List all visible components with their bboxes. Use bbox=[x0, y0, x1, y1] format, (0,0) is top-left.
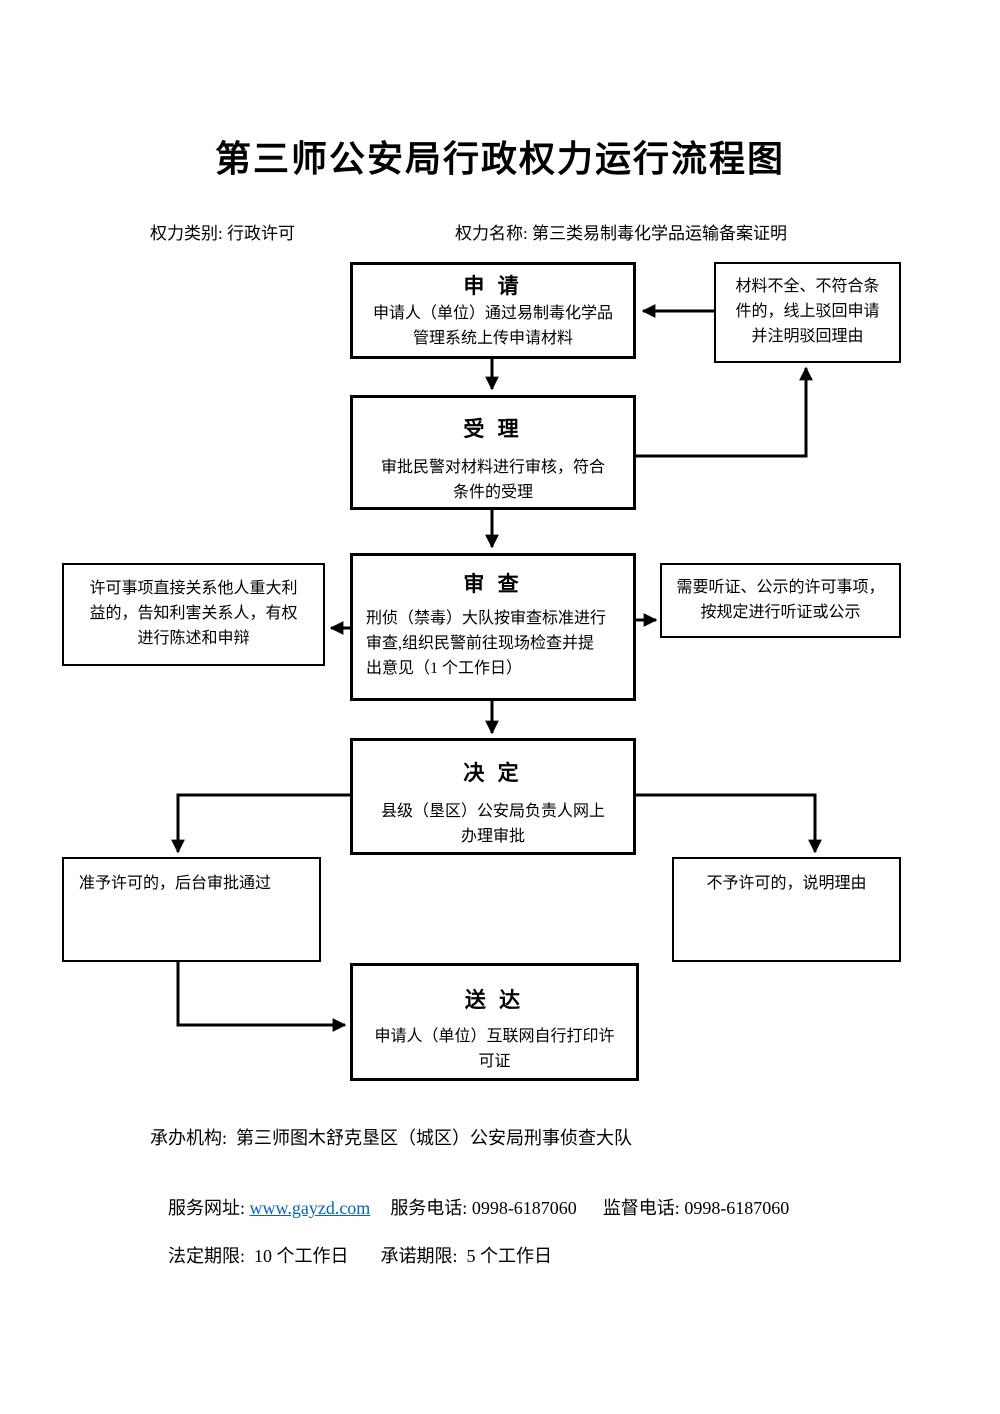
flow-box-hearing-body: 需要听证、公示的许可事项， 按规定进行听证或公示 bbox=[676, 578, 885, 621]
flow-box-approve: 准予许可的，后台审批通过 bbox=[62, 857, 321, 962]
power-name-label: 权力名称: 第三类易制毒化学品运输备案证明 bbox=[455, 224, 787, 243]
website-link[interactable]: www.gayzd.com bbox=[249, 1198, 371, 1218]
flow-box-deliver: 送 达 申请人（单位）互联网自行打印许 可证 bbox=[350, 963, 639, 1081]
legal-term: 法定期限: 10 个工作日 bbox=[168, 1246, 349, 1266]
flow-box-reject-body: 材料不全、不符合条 件的，线上驳回申请 并注明驳回理由 bbox=[735, 278, 880, 345]
flow-box-apply-title: 申 请 bbox=[463, 274, 523, 298]
flow-box-hearing: 需要听证、公示的许可事项， 按规定进行听证或公示 bbox=[660, 563, 901, 638]
promised-term: 承诺期限: 5 个工作日 bbox=[380, 1246, 553, 1266]
flow-box-deny: 不予许可的，说明理由 bbox=[672, 857, 901, 962]
flow-box-deliver-title: 送 达 bbox=[464, 988, 525, 1012]
supervision-phone: 监督电话: 0998-6187060 bbox=[602, 1198, 790, 1218]
flow-box-review-body: 刑侦（禁毒）大队按审查标准进行 审查,组织民警前往现场检查并提 出意见（1 个工… bbox=[366, 610, 607, 677]
flow-box-deliver-body: 申请人（单位）互联网自行打印许 可证 bbox=[374, 1028, 615, 1070]
flow-box-reject: 材料不全、不符合条 件的，线上驳回申请 并注明驳回理由 bbox=[714, 262, 901, 363]
power-category-label: 权力类别: 行政许可 bbox=[150, 224, 295, 243]
flow-box-decision-body: 县级（垦区）公安局负责人网上 办理审批 bbox=[380, 803, 605, 845]
flow-box-review-title: 审 查 bbox=[463, 572, 523, 596]
flow-box-approve-body: 准予许可的，后台审批通过 bbox=[79, 875, 272, 892]
website-label: 服务网址: bbox=[168, 1198, 250, 1218]
service-line: 服务网址: www.gayzd.com 服务电话: 0998-6187060 监督电… bbox=[150, 1173, 789, 1241]
arrow-approve-to-deliver bbox=[176, 962, 347, 1032]
flow-box-accept-body: 审批民警对材料进行审核，符合 条件的受理 bbox=[380, 459, 605, 501]
flow-box-notify: 许可事项直接关系他人重大利 益的，告知利害关系人，有权 进行陈述和申辩 bbox=[62, 563, 325, 666]
flow-box-decision: 决 定 县级（垦区）公安局负责人网上 办理审批 bbox=[350, 738, 636, 855]
flow-box-decision-title: 决 定 bbox=[463, 761, 523, 785]
flow-box-apply-body: 申请人（单位）通过易制毒化学品 管理系统上传申请材料 bbox=[372, 305, 613, 347]
flow-box-notify-body: 许可事项直接关系他人重大利 益的，告知利害关系人，有权 进行陈述和申辩 bbox=[89, 580, 298, 647]
flow-box-accept: 受 理 审批民警对材料进行审核，符合 条件的受理 bbox=[350, 395, 636, 510]
page-title: 第三师公安局行政权力运行流程图 bbox=[214, 139, 785, 179]
flow-box-apply: 申 请 申请人（单位）通过易制毒化学品 管理系统上传申请材料 bbox=[350, 262, 636, 359]
flow-box-review: 审 查 刑侦（禁毒）大队按审查标准进行 审查,组织民警前往现场检查并提 出意见（… bbox=[350, 553, 636, 701]
arrow-decision-to-deny bbox=[636, 793, 822, 854]
arrow-decision-to-approve bbox=[171, 793, 350, 854]
arrow-accept-to-reject bbox=[636, 366, 813, 458]
agency-line: 承办机构: 第三师图木舒克垦区（城区）公安局刑事侦查大队 bbox=[150, 1128, 632, 1148]
terms-line: 法定期限: 10 个工作日 承诺期限: 5 个工作日 bbox=[150, 1221, 552, 1289]
flow-box-deny-body: 不予许可的，说明理由 bbox=[706, 875, 867, 892]
flow-box-accept-title: 受 理 bbox=[463, 417, 523, 441]
service-phone: 服务电话: 0998-6187060 bbox=[390, 1198, 577, 1218]
